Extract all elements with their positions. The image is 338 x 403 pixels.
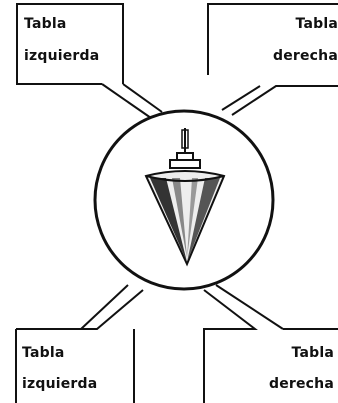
box-top-right-line1: Tabla	[296, 16, 338, 32]
box-top-right: Tabla derecha	[208, 4, 338, 115]
box-bottom-right-line2: derecha	[269, 376, 334, 392]
box-bottom-left-line2: izquierda	[22, 376, 97, 392]
box-bottom-left-line1: Tabla	[22, 345, 64, 361]
box-top-left-line2: izquierda	[24, 48, 99, 64]
plumb-bob-icon	[95, 111, 273, 289]
box-top-right-line2: derecha	[273, 48, 338, 64]
box-bottom-left: Tabla izquierda	[16, 285, 143, 403]
box-bottom-right: Tabla derecha	[204, 285, 338, 403]
box-top-left: Tabla izquierda	[17, 4, 162, 118]
box-bottom-right-line1: Tabla	[292, 345, 334, 361]
box-top-left-line1: Tabla	[24, 16, 66, 32]
